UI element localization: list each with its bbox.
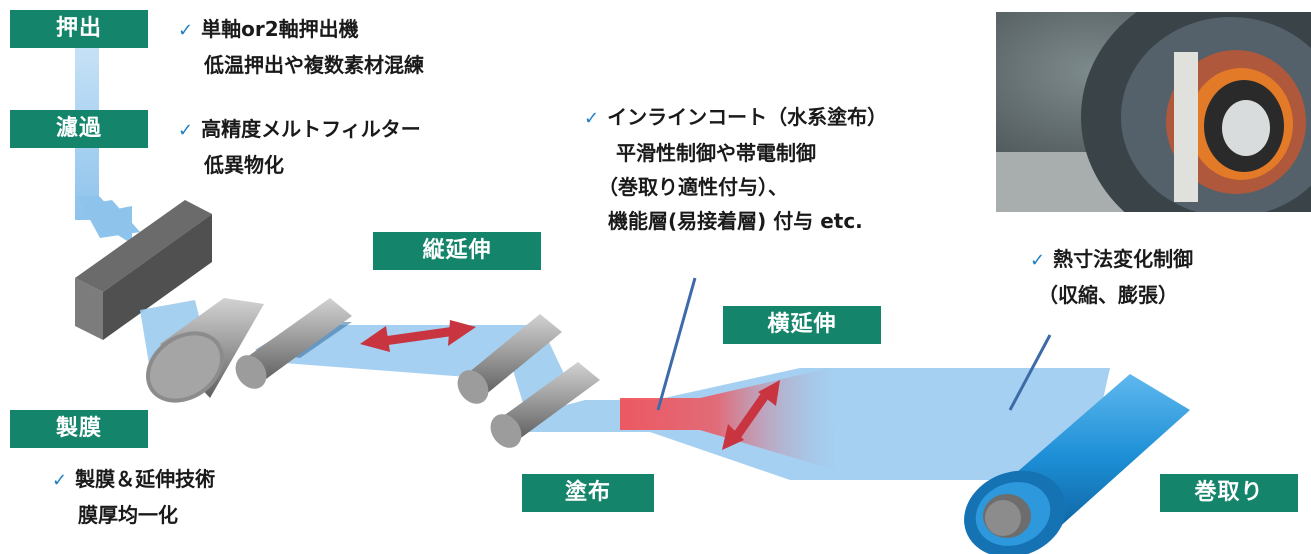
coating-zone — [620, 368, 835, 470]
check-icon: ✓ — [178, 20, 194, 41]
note-line: 平滑性制御や帯電制御 — [616, 141, 816, 165]
note-coating: ✓ インラインコート（水系塗布） 平滑性制御や帯電制御 （巻取り適性付与）、 機能… — [584, 100, 887, 238]
note-line: （巻取り適性付与）、 — [598, 175, 788, 199]
check-icon: ✓ — [584, 108, 600, 129]
stage-winding: 巻取り — [1160, 474, 1298, 512]
note-line: インラインコート（水系塗布） — [607, 105, 888, 129]
note-extrusion: ✓ 単軸or2軸押出機 低温押出や複数素材混練 — [178, 12, 424, 82]
note-line: 高精度メルトフィルター — [201, 117, 421, 141]
check-icon: ✓ — [178, 120, 194, 141]
md-roller-2 — [457, 314, 562, 404]
check-icon: ✓ — [52, 470, 68, 491]
note-line: 機能層(易接着層) 付与 etc. — [608, 209, 863, 233]
stage-filtration: 濾過 — [10, 110, 148, 148]
coating-pointer-line — [656, 277, 697, 411]
t-die — [75, 200, 212, 340]
note-heat: ✓ 熱寸法変化制御 （収縮、膨張） — [1030, 242, 1193, 312]
note-line: 製膜＆延伸技術 — [75, 467, 216, 491]
note-casting: ✓ 製膜＆延伸技術 膜厚均一化 — [52, 462, 215, 532]
note-filtration: ✓ 高精度メルトフィルター 低異物化 — [178, 112, 421, 182]
md-roller-1 — [235, 298, 352, 389]
md-stretch-arrow — [360, 320, 476, 352]
td-stretch-arrow — [722, 380, 780, 450]
stage-td-stretch: 横延伸 — [723, 306, 881, 344]
note-line: 単軸or2軸押出機 — [201, 17, 359, 41]
cast-roll — [146, 298, 264, 403]
stage-casting: 製膜 — [10, 410, 148, 448]
winding-photo — [996, 12, 1311, 212]
stage-md-stretch: 縦延伸 — [373, 232, 541, 270]
check-icon: ✓ — [1030, 250, 1046, 271]
heat-pointer-line — [1008, 334, 1052, 411]
note-line: （収縮、膨張） — [1038, 283, 1178, 307]
stage-extrusion: 押出 — [10, 10, 148, 48]
note-line: 膜厚均一化 — [78, 503, 178, 527]
winder-roll — [964, 374, 1190, 554]
melt-flow-arrow-head — [82, 200, 140, 238]
note-line: 低異物化 — [204, 153, 284, 177]
md-roller-3 — [490, 362, 600, 448]
stage-coating: 塗布 — [522, 474, 654, 512]
note-line: 熱寸法変化制御 — [1053, 247, 1194, 271]
film-web — [140, 300, 1110, 480]
note-line: 低温押出や複数素材混練 — [204, 53, 424, 77]
